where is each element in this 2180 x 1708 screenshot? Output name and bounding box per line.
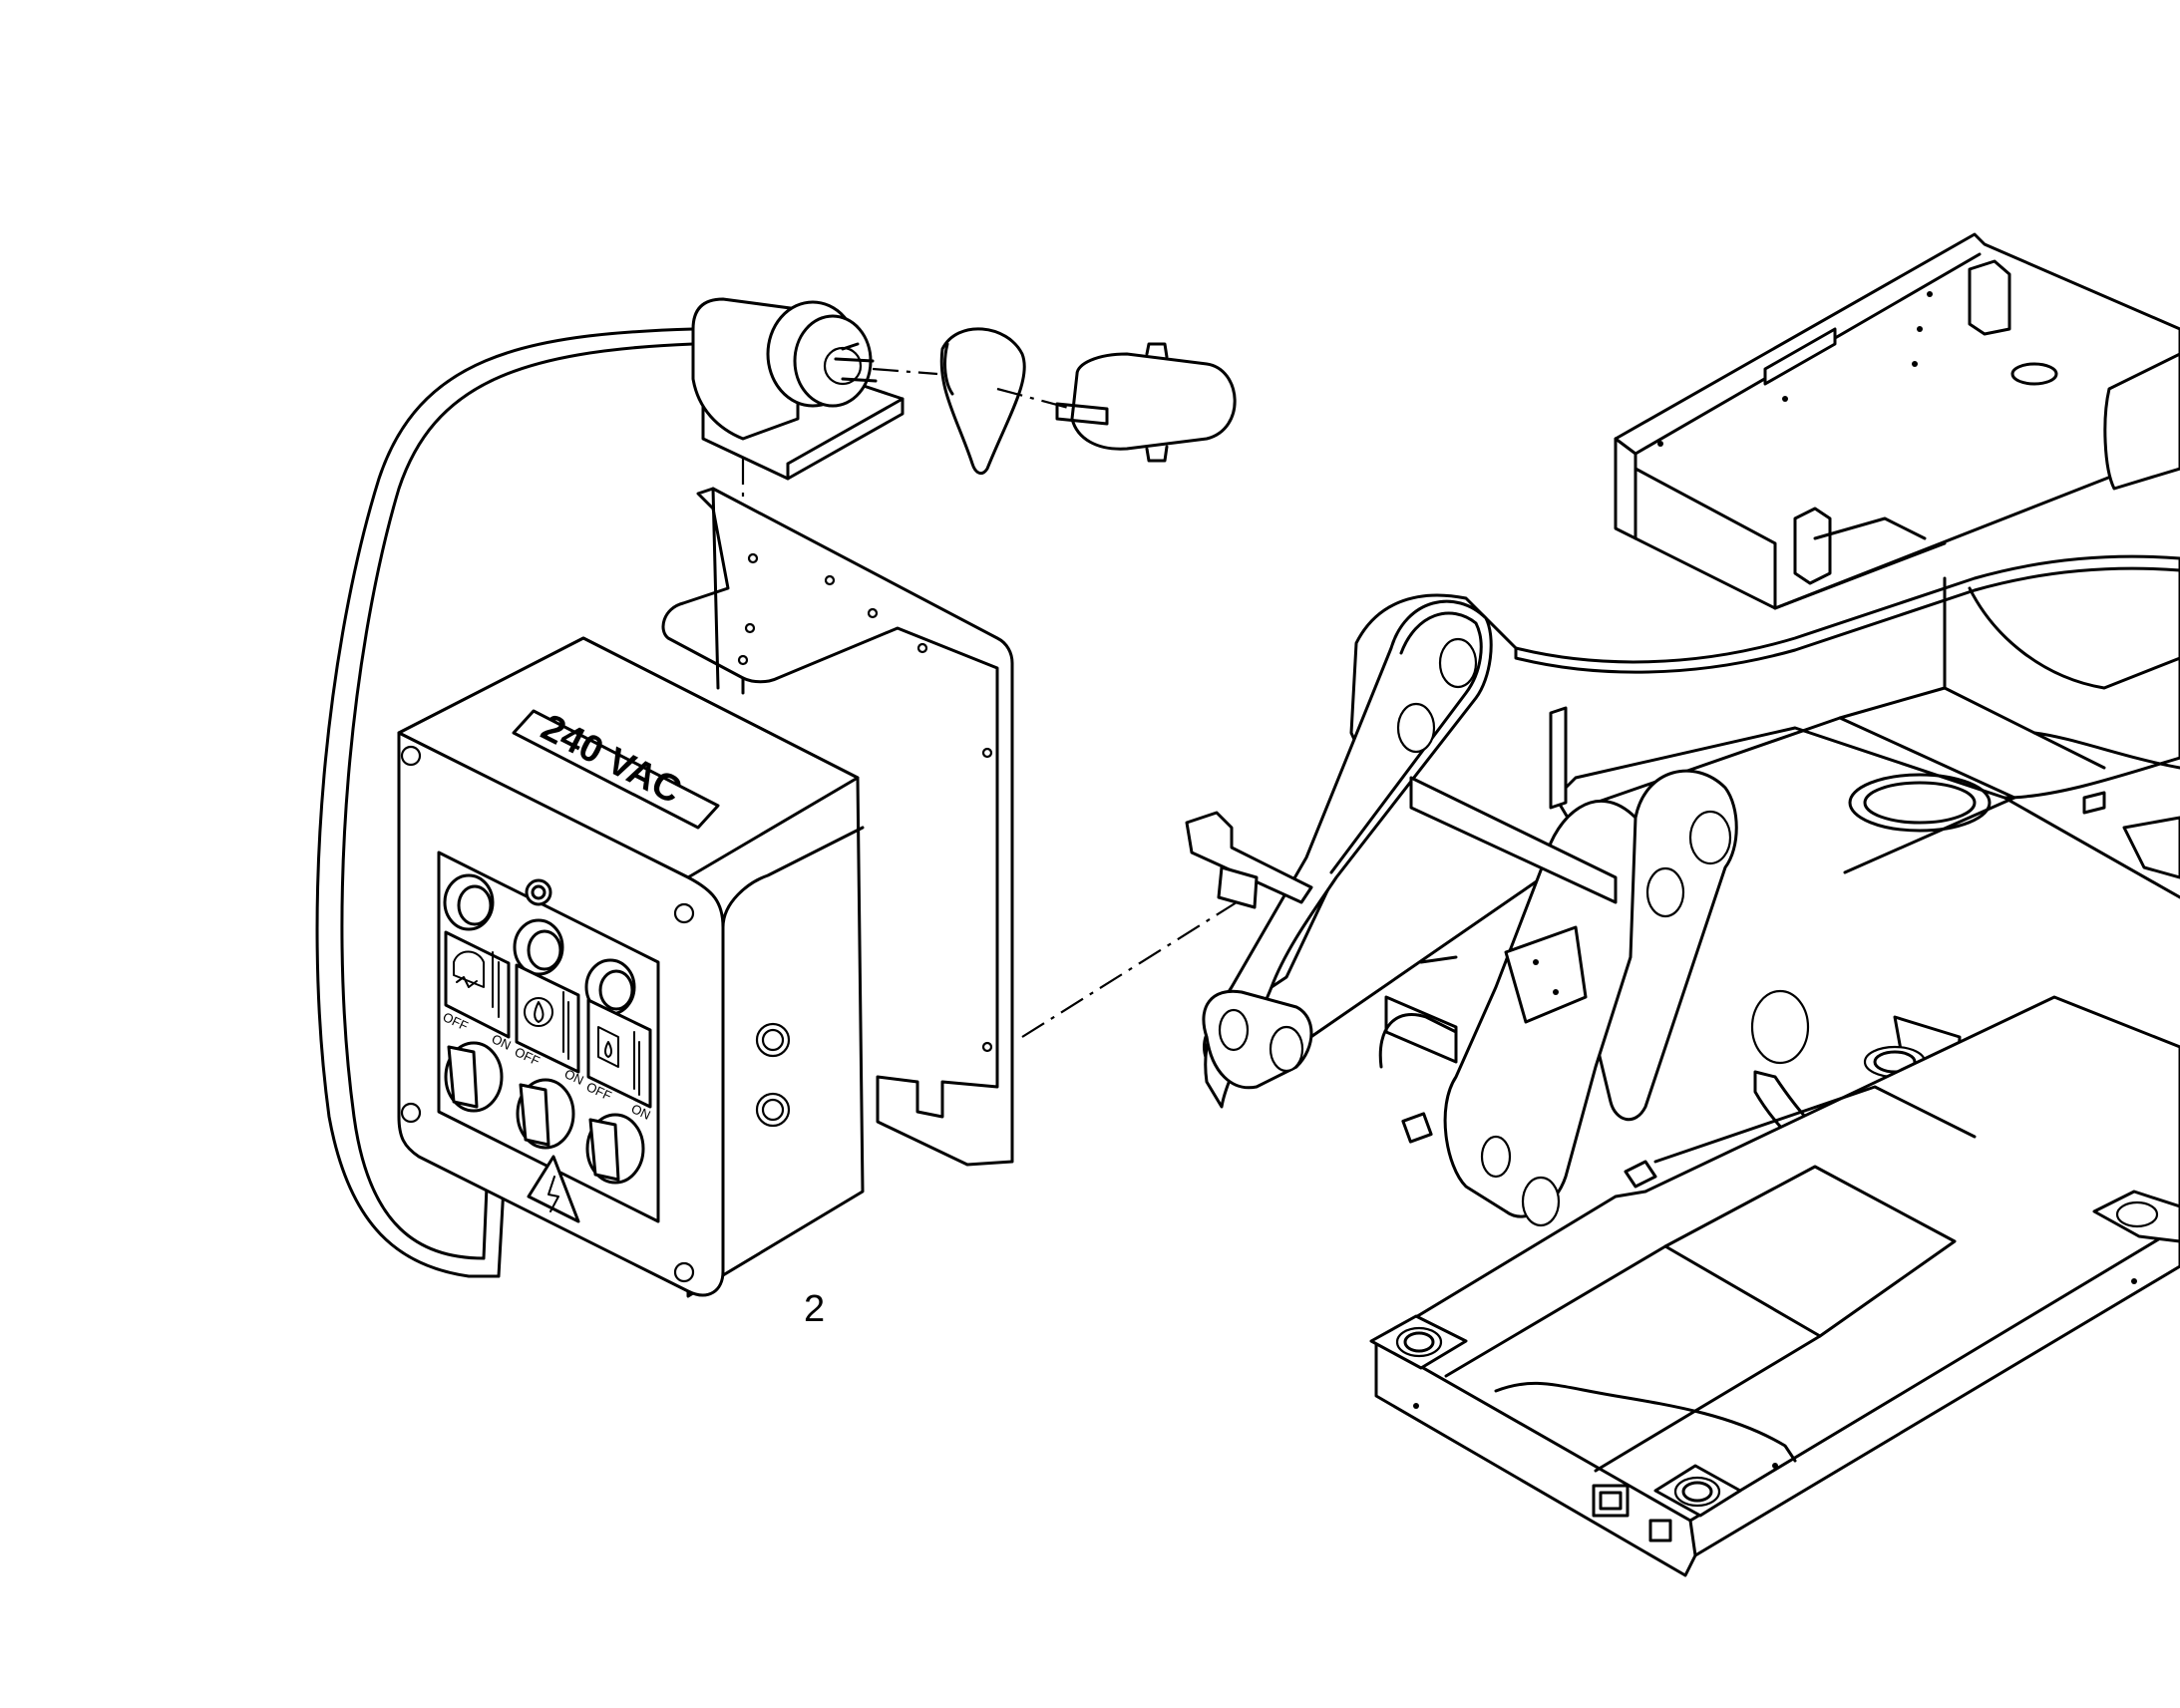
callout-number: 2: [804, 1288, 825, 1330]
machine-frame: [1185, 232, 2180, 1577]
indicator-lamp: [443, 873, 495, 931]
engine-temperature-icon: [444, 930, 511, 1039]
rotary-switch: OFF ON: [513, 1044, 586, 1150]
heater-control-box: 240 VAC: [397, 636, 865, 1298]
mounting-bracket: [661, 487, 1014, 1167]
oil-temperature-icon: [515, 963, 580, 1074]
power-cable: [315, 327, 695, 1278]
reset-button: [525, 878, 552, 906]
coolant-temperature-icon: [586, 998, 652, 1109]
switch-on-label: ON: [490, 1031, 514, 1053]
indicator-lamp: [584, 958, 636, 1016]
cable-plug: [1055, 342, 1237, 463]
rotary-switch: OFF ON: [441, 1009, 514, 1113]
high-voltage-warning-icon: [527, 1155, 580, 1223]
switch-on-label: ON: [562, 1066, 586, 1088]
rotary-switch: OFF ON: [584, 1079, 653, 1185]
protective-cap: [939, 327, 1026, 476]
power-inlet-socket: [691, 297, 905, 481]
assembly-centerline: [1021, 901, 1238, 1038]
assembly-centerline: [872, 367, 938, 376]
switch-on-label: ON: [629, 1101, 653, 1123]
